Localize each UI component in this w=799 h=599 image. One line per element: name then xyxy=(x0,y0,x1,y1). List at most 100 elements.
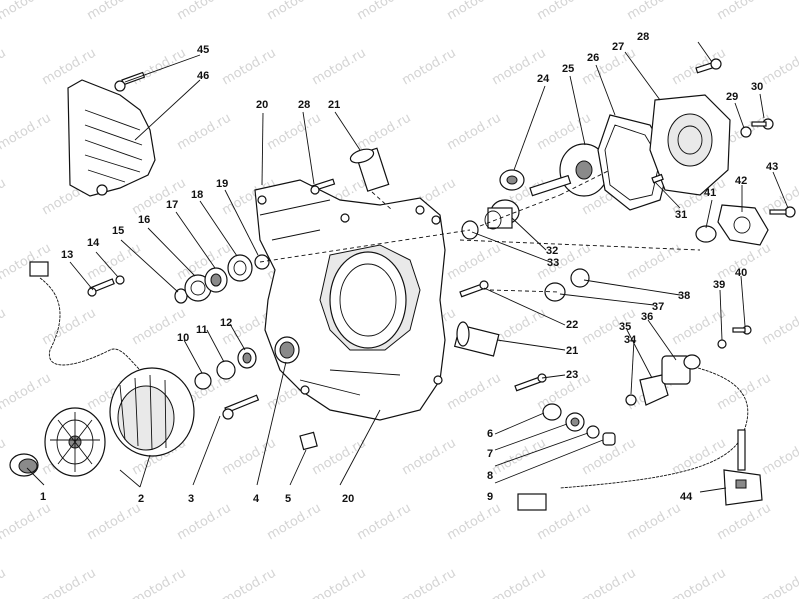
callout-42: 42 xyxy=(735,175,747,187)
watermark-text: motod.ru xyxy=(760,306,799,349)
callout-32: 32 xyxy=(546,245,558,257)
watermark-text: motod.ru xyxy=(175,501,234,544)
part-4-seal xyxy=(274,336,300,364)
part-11-washer xyxy=(216,360,236,380)
watermark-text: motod.ru xyxy=(715,501,774,544)
watermark-text: motod.ru xyxy=(0,436,9,479)
callout-14: 14 xyxy=(87,237,100,249)
part-38-bushing xyxy=(570,268,590,288)
callout-29: 29 xyxy=(726,91,738,103)
watermark-text: motod.ru xyxy=(490,566,549,599)
watermark-text: motod.ru xyxy=(40,306,99,349)
watermark-text: motod.ru xyxy=(355,0,414,23)
callout-6: 6 xyxy=(487,428,493,440)
part-30-screw xyxy=(751,118,774,130)
part-12-spacer xyxy=(237,347,257,369)
callout-7: 7 xyxy=(487,448,493,460)
callout-13: 13 xyxy=(61,249,73,261)
part-18-bearing xyxy=(227,254,253,282)
callout-46: 46 xyxy=(197,70,209,82)
watermark-text: motod.ru xyxy=(625,0,684,23)
callout-45: 45 xyxy=(197,44,209,56)
part-7-plug xyxy=(565,412,585,432)
part-1-cap xyxy=(9,453,39,477)
callout-38: 38 xyxy=(678,290,690,302)
callout-16: 16 xyxy=(138,214,150,226)
part-42-flange xyxy=(717,204,769,246)
callout-19: 19 xyxy=(216,178,228,190)
part-2-alternator xyxy=(44,367,195,477)
part-36-sensor xyxy=(661,354,701,385)
watermark-text: motod.ru xyxy=(0,46,9,89)
watermark-text: motod.ru xyxy=(670,566,729,599)
watermark-text: motod.ru xyxy=(400,436,459,479)
part-20-crankcase-cover xyxy=(254,179,446,421)
watermark-text: motod.ru xyxy=(670,436,729,479)
callout-24: 24 xyxy=(537,73,550,85)
watermark-text: motod.ru xyxy=(40,566,99,599)
watermark-text: motod.ru xyxy=(760,436,799,479)
watermark-text: motod.ru xyxy=(580,566,639,599)
part-39-washer xyxy=(717,339,727,349)
part-40-screw xyxy=(732,325,752,335)
watermark-text: motod.ru xyxy=(130,46,189,89)
watermark-text: motod.ru xyxy=(220,46,279,89)
part-22-bolt xyxy=(459,280,489,298)
part-8-ring xyxy=(586,425,600,439)
watermark-text: motod.ru xyxy=(625,241,684,284)
watermark-text: motod.ru xyxy=(445,501,504,544)
watermark-text: motod.ru xyxy=(265,0,324,23)
alternator-wire xyxy=(39,277,141,371)
callout-28-top: 28 xyxy=(298,99,310,111)
callout-18: 18 xyxy=(191,189,203,201)
watermark-text: motod.ru xyxy=(0,176,9,219)
watermark-text: motod.ru xyxy=(445,241,504,284)
watermark-text: motod.ru xyxy=(265,501,324,544)
part-44-switch xyxy=(723,429,763,506)
watermark-text: motod.ru xyxy=(0,111,54,154)
callout-30: 30 xyxy=(751,81,763,93)
callout-33: 33 xyxy=(547,257,559,269)
watermark-text: motod.ru xyxy=(0,371,54,414)
callout-37: 37 xyxy=(652,301,664,313)
part-35-plate xyxy=(639,374,669,406)
alternator-connector xyxy=(29,261,49,277)
watermark-text: motod.ru xyxy=(535,0,594,23)
watermark-text: motod.ru xyxy=(760,46,799,89)
part-21-pipe-top xyxy=(349,147,390,192)
callout-15: 15 xyxy=(112,225,124,237)
part-9-plug xyxy=(602,432,616,446)
callout-43: 43 xyxy=(766,161,778,173)
callout-20-bottom: 20 xyxy=(342,493,354,505)
callout-17: 17 xyxy=(166,199,178,211)
callout-28-right: 28 xyxy=(637,31,649,43)
watermark-text: motod.ru xyxy=(130,566,189,599)
sensor-connector xyxy=(517,493,547,511)
watermark-text: motod.ru xyxy=(715,0,774,23)
sensor-wire xyxy=(559,367,749,489)
callout-41: 41 xyxy=(704,187,716,199)
callout-23: 23 xyxy=(566,369,578,381)
part-31-pin xyxy=(651,173,664,184)
callout-21-right: 21 xyxy=(566,345,578,357)
watermark-text: motod.ru xyxy=(760,566,799,599)
watermark-text: motod.ru xyxy=(400,566,459,599)
watermark-text: motod.ru xyxy=(445,0,504,23)
part-6-washer xyxy=(542,403,562,421)
watermark-text: motod.ru xyxy=(310,46,369,89)
callout-12: 12 xyxy=(220,317,232,329)
callout-10: 10 xyxy=(177,332,189,344)
callout-31: 31 xyxy=(675,209,687,221)
part-13-screw xyxy=(87,278,115,297)
part-21-pipe-right xyxy=(453,321,500,357)
callout-8: 8 xyxy=(487,470,493,482)
callout-5: 5 xyxy=(285,493,291,505)
callout-2: 2 xyxy=(138,493,144,505)
part-10-washer xyxy=(194,372,212,390)
callout-34: 34 xyxy=(624,334,637,346)
watermark-text: motod.ru xyxy=(355,111,414,154)
part-29-washer xyxy=(740,126,752,138)
watermark-text: motod.ru xyxy=(490,306,549,349)
watermark-text: motod.ru xyxy=(220,566,279,599)
